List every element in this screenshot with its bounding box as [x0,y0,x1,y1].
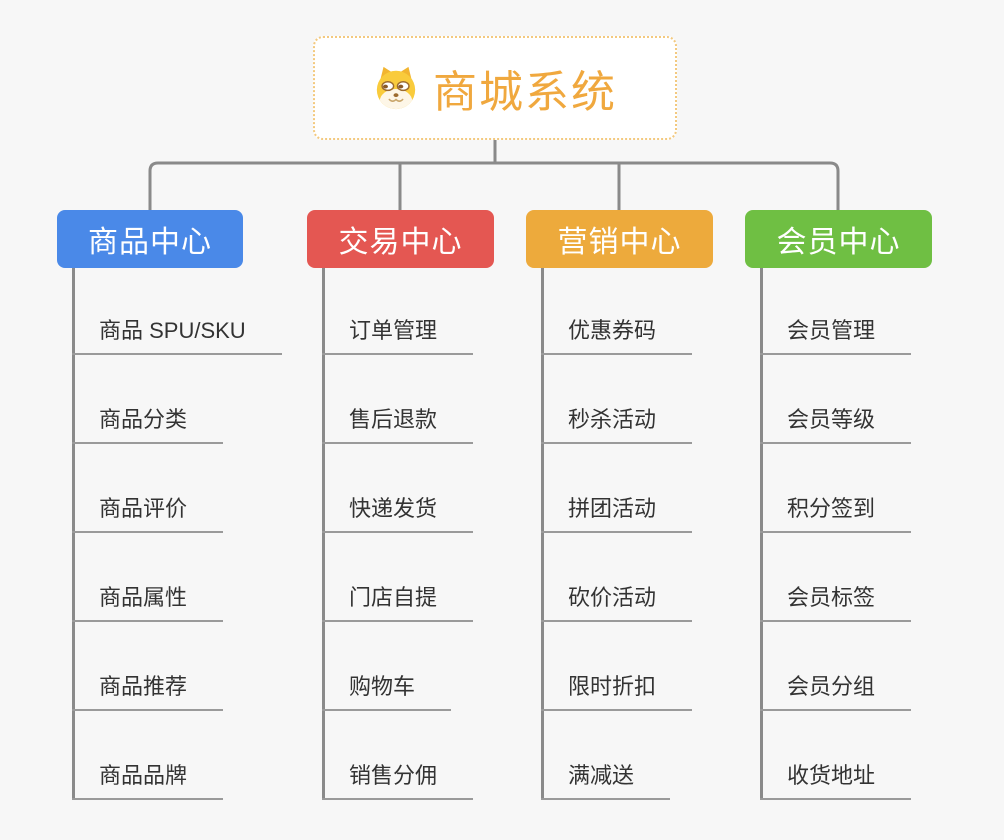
tree-item[interactable]: 订单管理 [322,316,474,355]
branch-connector-line [760,268,763,800]
branch-connector-line [322,268,325,800]
tree-item[interactable]: 限时折扣 [541,672,693,711]
tree-item[interactable]: 会员等级 [760,405,912,444]
tree-item[interactable]: 商品分类 [72,405,224,444]
root-title: 商城系统 [433,68,617,117]
branch-connector-line [72,268,75,800]
branch-label: 交易中心 [338,226,463,259]
branch-connector-line [541,268,544,800]
tree-item[interactable]: 销售分佣 [322,761,474,800]
branch-box-marketing-center[interactable]: 营销中心 [526,210,713,268]
tree-item[interactable]: 砍价活动 [541,583,693,622]
branch-box-trade-center[interactable]: 交易中心 [307,210,494,268]
tree-item[interactable]: 售后退款 [322,405,474,444]
tree-item[interactable]: 会员标签 [760,583,912,622]
branch-box-product-center[interactable]: 商品中心 [57,210,243,268]
tree-item[interactable]: 满减送 [541,761,671,800]
tree-item[interactable]: 会员管理 [760,316,912,355]
tree-item[interactable]: 商品属性 [72,583,224,622]
root-node[interactable]: 商城系统 [313,36,677,140]
branch-label: 商品中心 [88,226,212,259]
tree-item[interactable]: 拼团活动 [541,494,693,533]
tree-item[interactable]: 商品 SPU/SKU [72,316,282,355]
branch-label: 营销中心 [557,226,682,259]
tree-item[interactable]: 秒杀活动 [541,405,693,444]
branch-box-member-center[interactable]: 会员中心 [745,210,932,268]
branch-label: 会员中心 [776,226,901,259]
tree-item[interactable]: 门店自提 [322,583,474,622]
tree-item[interactable]: 快递发货 [322,494,474,533]
tree-item[interactable]: 收货地址 [760,761,912,800]
tree-item[interactable]: 购物车 [322,672,452,711]
doge-icon [376,66,416,110]
tree-item[interactable]: 商品评价 [72,494,224,533]
tree-item[interactable]: 优惠券码 [541,316,693,355]
branch-rail-line [148,161,840,212]
tree-item[interactable]: 积分签到 [760,494,912,533]
tree-item[interactable]: 商品品牌 [72,761,224,800]
tree-item[interactable]: 商品推荐 [72,672,224,711]
tree-item[interactable]: 会员分组 [760,672,912,711]
